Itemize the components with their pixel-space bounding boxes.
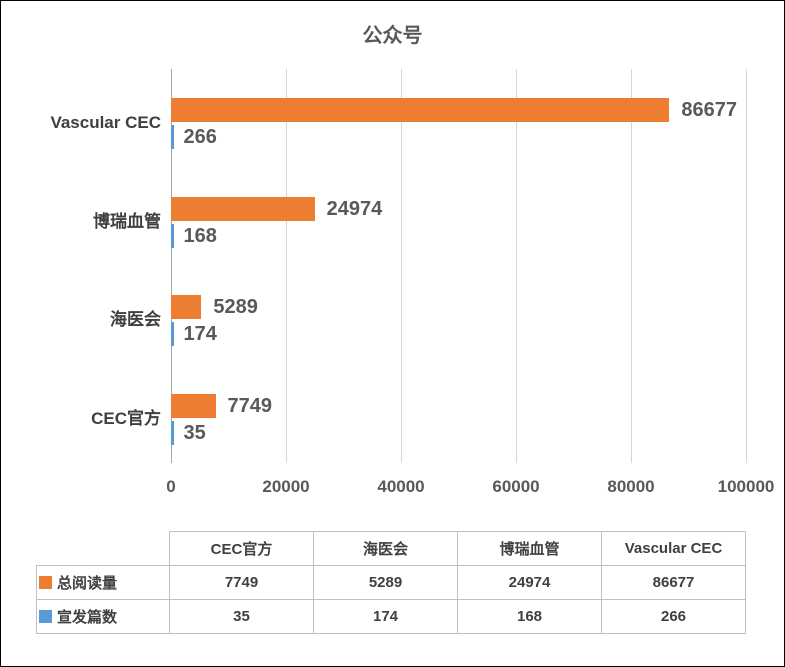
data-label-总阅读量: 7749 xyxy=(227,394,273,417)
table-cell: 168 xyxy=(457,599,602,634)
table-column-header: Vascular CEC xyxy=(601,531,746,566)
legend-swatch xyxy=(39,610,52,623)
data-label-宣发篇数: 266 xyxy=(183,126,217,148)
table-cell: 7749 xyxy=(169,565,314,600)
bar-宣发篇数 xyxy=(171,125,174,149)
category-label: 海医会 xyxy=(110,310,161,329)
plot-area: 0 20000 40000 60000 80000 100000 Vascular CEC 8… xyxy=(50,69,774,496)
table-column-header: 博瑞血管 xyxy=(457,531,602,566)
data-label-宣发篇数: 174 xyxy=(183,323,217,345)
table-row-label: 总阅读量 xyxy=(36,565,170,600)
x-axis-tick-label: 20000 xyxy=(262,477,310,496)
gridline xyxy=(746,69,747,463)
table-cell: 35 xyxy=(169,599,314,634)
x-axis-tick-label: 100000 xyxy=(717,477,775,496)
chart-title: 公众号 xyxy=(362,25,423,47)
table-column-header: CEC官方 xyxy=(169,531,314,566)
table-cell: 174 xyxy=(313,599,458,634)
series-name: 宣发篇数 xyxy=(57,609,118,626)
bar-总阅读量 xyxy=(171,393,216,418)
bar-总阅读量 xyxy=(171,196,315,221)
gridline xyxy=(286,69,287,463)
bar-宣发篇数 xyxy=(171,322,174,346)
table-cell: 5289 xyxy=(313,565,458,600)
data-label-总阅读量: 24974 xyxy=(326,197,383,220)
gridline xyxy=(516,69,517,463)
x-axis-tick-label: 80000 xyxy=(607,477,655,496)
bar-宣发篇数 xyxy=(171,223,174,248)
table-cell: 266 xyxy=(601,599,746,634)
category-label: 博瑞血管 xyxy=(93,211,161,231)
legend-swatch xyxy=(39,576,52,589)
table-corner-cell xyxy=(37,532,170,566)
gridline xyxy=(401,69,402,463)
table-cell: 24974 xyxy=(457,565,602,600)
table-column-header: 海医会 xyxy=(313,531,458,566)
x-axis-tick-label: 40000 xyxy=(377,477,425,496)
bar-总阅读量 xyxy=(171,98,670,122)
table-row-label: 宣发篇数 xyxy=(36,599,170,634)
data-label-总阅读量: 86677 xyxy=(681,99,738,121)
x-axis-tick-label: 0 xyxy=(166,477,176,496)
table-cell: 86677 xyxy=(601,565,746,600)
category-label: Vascular CEC xyxy=(50,113,161,132)
data-label-宣发篇数: 35 xyxy=(183,421,206,444)
bar-总阅读量 xyxy=(171,295,202,319)
x-axis-tick-label: 60000 xyxy=(492,477,540,496)
bar-宣发篇数 xyxy=(171,420,174,445)
category-label: CEC官方 xyxy=(91,408,161,428)
category-axis-line xyxy=(171,69,172,463)
series-name: 总阅读量 xyxy=(57,575,118,592)
data-label-总阅读量: 5289 xyxy=(213,296,258,318)
gridline xyxy=(631,69,632,463)
data-label-宣发篇数: 168 xyxy=(183,224,217,247)
